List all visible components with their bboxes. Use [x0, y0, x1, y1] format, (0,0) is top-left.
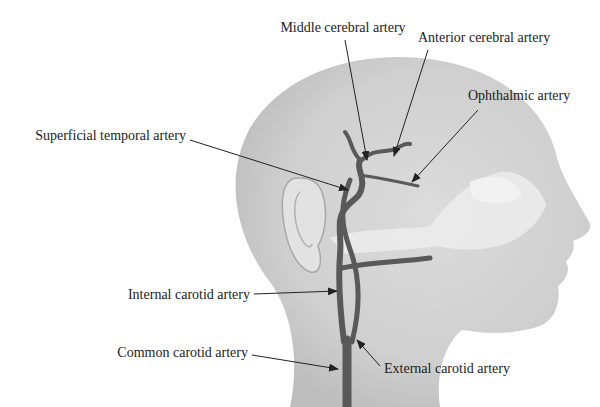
ear [282, 178, 325, 272]
part-label: Internal carotid artery [128, 287, 250, 303]
head-silhouette [236, 57, 591, 407]
part-label: External carotid artery [384, 361, 510, 377]
part-label: Anterior cerebral artery [418, 30, 550, 46]
orbit [470, 177, 522, 203]
ear-inner [295, 192, 312, 247]
part-label: Superficial temporal artery [35, 128, 186, 144]
leader-lines [190, 40, 478, 369]
part-label: Middle cerebral artery [280, 20, 405, 36]
part-label: Ophthalmic artery [468, 88, 570, 104]
part-label: Common carotid artery [117, 345, 248, 361]
